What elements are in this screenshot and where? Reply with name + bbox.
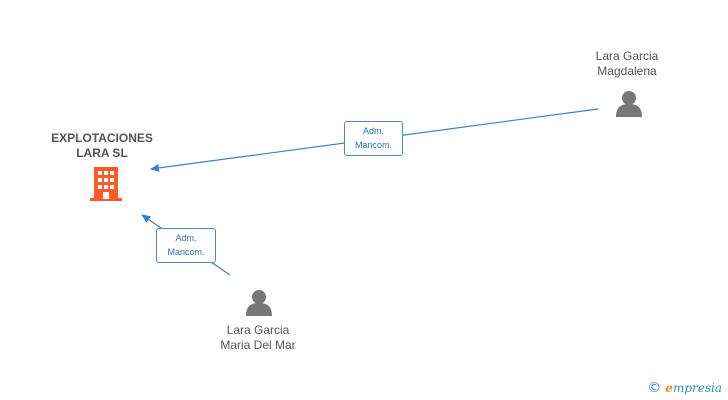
person2-name-line2: Maria Del Mar — [220, 338, 296, 352]
person1-name-line1: Lara Garcia — [595, 49, 659, 63]
brand-logo: empresia — [665, 381, 722, 395]
edge-label-line2: Mancom. — [354, 140, 392, 150]
company-name[interactable]: EXPLOTACIONES LARA SL — [40, 131, 164, 161]
edge-label-person2[interactable]: Adm. Mancom. — [156, 228, 216, 263]
company-name-line1: EXPLOTACIONES — [51, 131, 153, 145]
edge-label-line2: Mancom. — [167, 247, 205, 257]
person1-name[interactable]: Lara Garcia Magdalena — [570, 49, 684, 79]
brand-rest: mpresia — [672, 381, 722, 395]
person2-name-line1: Lara Garcia — [226, 323, 290, 337]
building-icon[interactable] — [90, 167, 122, 201]
brand-initial: e — [665, 381, 673, 395]
company-name-line2: LARA SL — [76, 146, 128, 160]
person2-name[interactable]: Lara Garcia Maria Del Mar — [198, 323, 318, 353]
edge-label-line1: Adm. — [175, 233, 197, 243]
person1-name-line2: Magdalena — [597, 64, 657, 78]
watermark: © empresia — [647, 380, 722, 396]
edge-label-line1: Adm. — [362, 126, 384, 136]
person-icon[interactable] — [616, 91, 642, 117]
copyright-icon: © — [647, 380, 662, 396]
person-icon[interactable] — [246, 290, 272, 316]
edge-label-person1[interactable]: Adm. Mancom. — [344, 121, 403, 156]
